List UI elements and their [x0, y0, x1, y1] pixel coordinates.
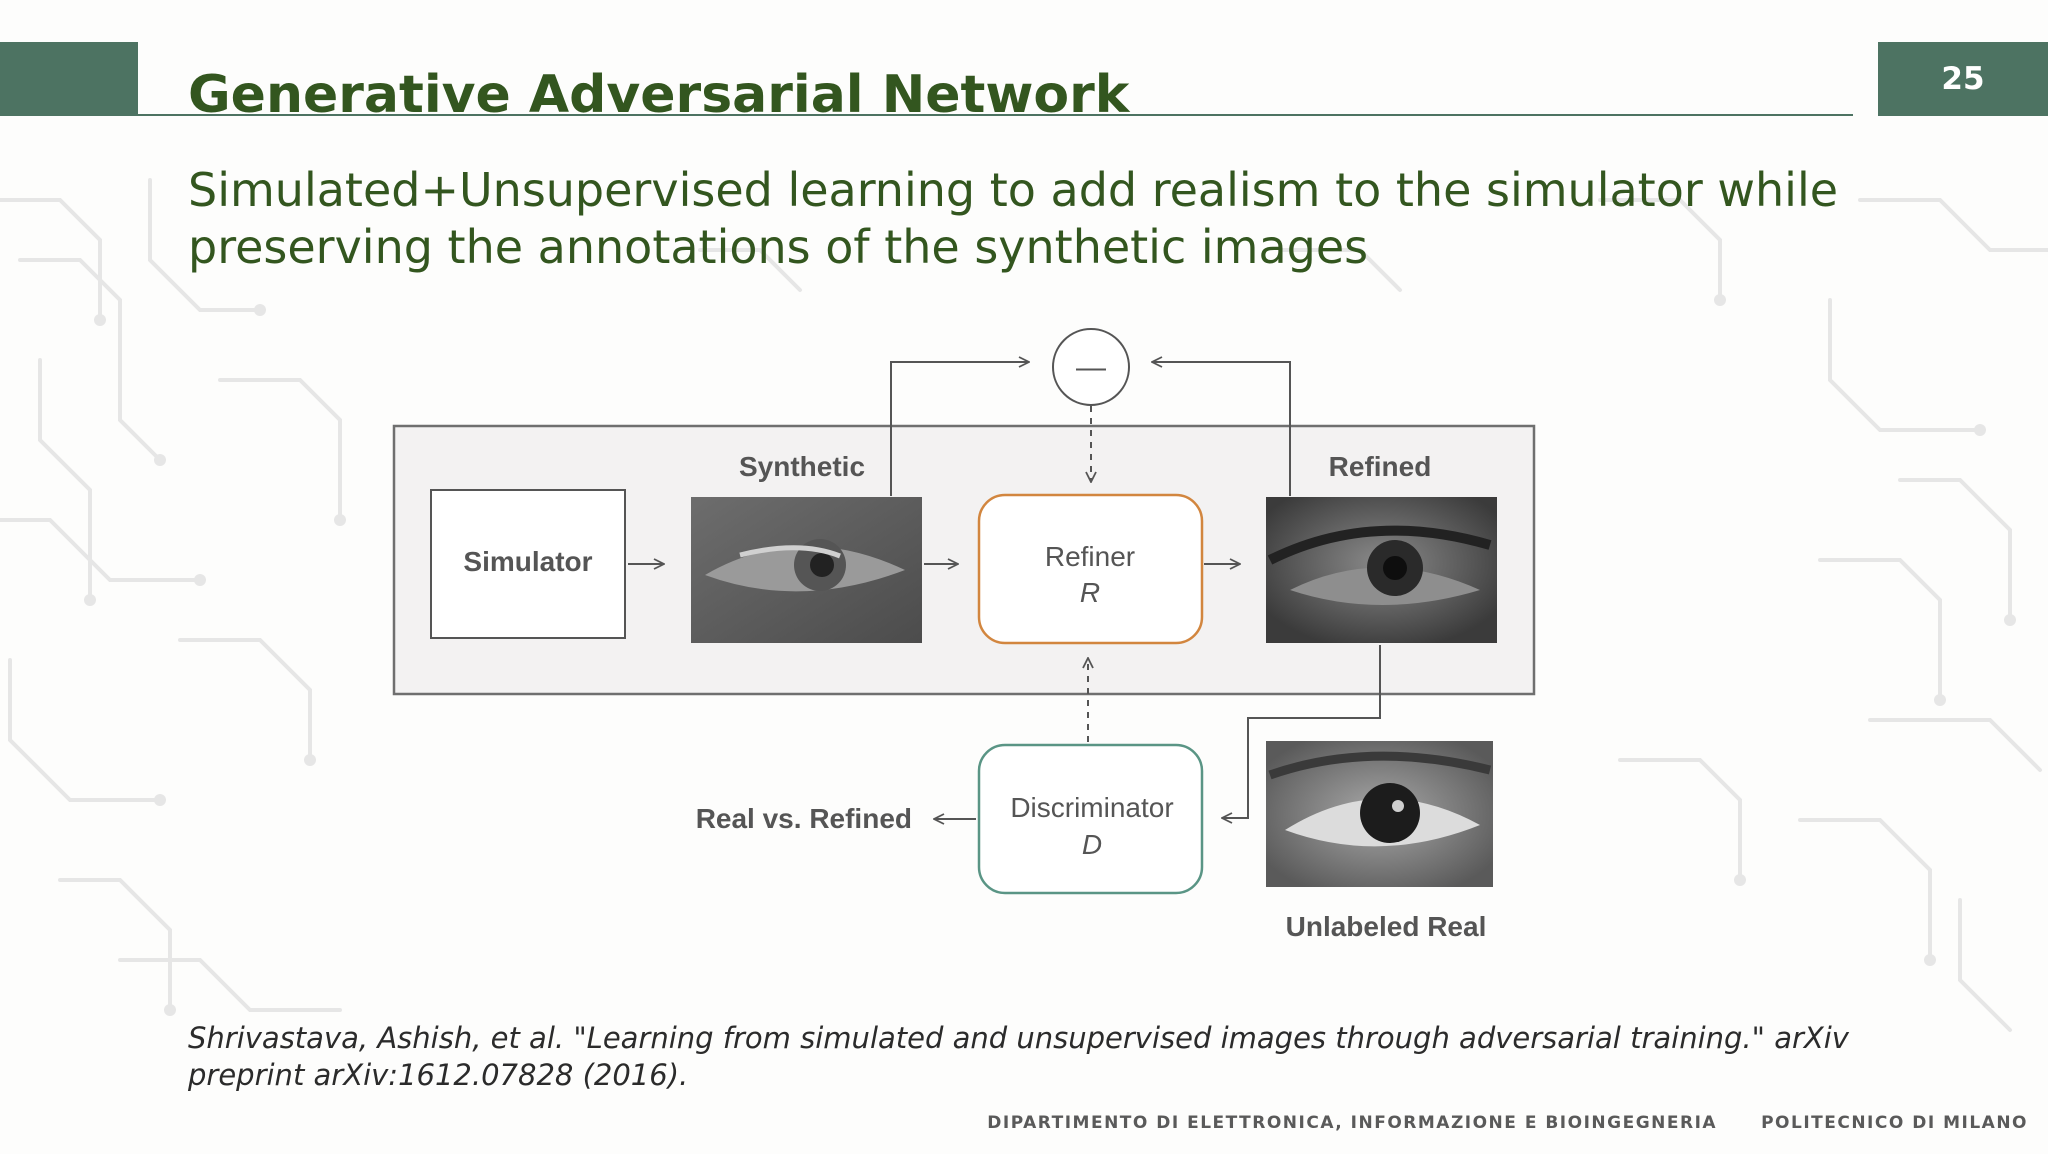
synthetic-to-subtract-line: [890, 362, 1029, 496]
footer-university: POLITECNICO DI MILANO: [1761, 1113, 2028, 1133]
unlabeled-real-label: Unlabeled Real: [1286, 911, 1487, 942]
refiner-label: Refiner: [1045, 541, 1135, 572]
header-accent-block: [0, 42, 138, 116]
discriminator-symbol: D: [1082, 829, 1102, 860]
footer-department: DIPARTIMENTO DI ELETTRONICA, INFORMAZION…: [987, 1113, 1718, 1133]
simulator-label: Simulator: [463, 546, 592, 577]
simulator-box: [430, 489, 626, 639]
refiner-symbol: R: [1080, 577, 1100, 608]
subtract-node: [1052, 328, 1130, 406]
unlabeled-real-eye-image: [1266, 741, 1493, 887]
refined-to-discriminator-line: [1222, 645, 1381, 818]
citation: Shrivastava, Ashish, et al. "Learning fr…: [188, 1021, 1849, 1092]
title-underline: [138, 114, 1853, 116]
slide-subtitle: Simulated+Unsupervised learning to add r…: [188, 163, 1839, 274]
slide-title: Generative Adversarial Network: [188, 65, 1130, 125]
discriminator-label: Discriminator: [1010, 792, 1173, 823]
refined-eye-image: [1266, 497, 1497, 643]
synthetic-label: Synthetic: [739, 451, 865, 482]
refined-label: Refined: [1329, 451, 1432, 482]
subtract-symbol: —: [1076, 351, 1106, 384]
discriminator-box: [977, 743, 1204, 895]
page-number: 25: [1878, 42, 2048, 116]
refiner-box: [977, 493, 1204, 645]
refined-to-subtract-line: [1152, 362, 1291, 496]
real-vs-refined-label: Real vs. Refined: [696, 803, 912, 834]
synthetic-eye-image: [691, 497, 922, 643]
footer: DIPARTIMENTO DI ELETTRONICA, INFORMAZION…: [987, 1108, 2028, 1138]
